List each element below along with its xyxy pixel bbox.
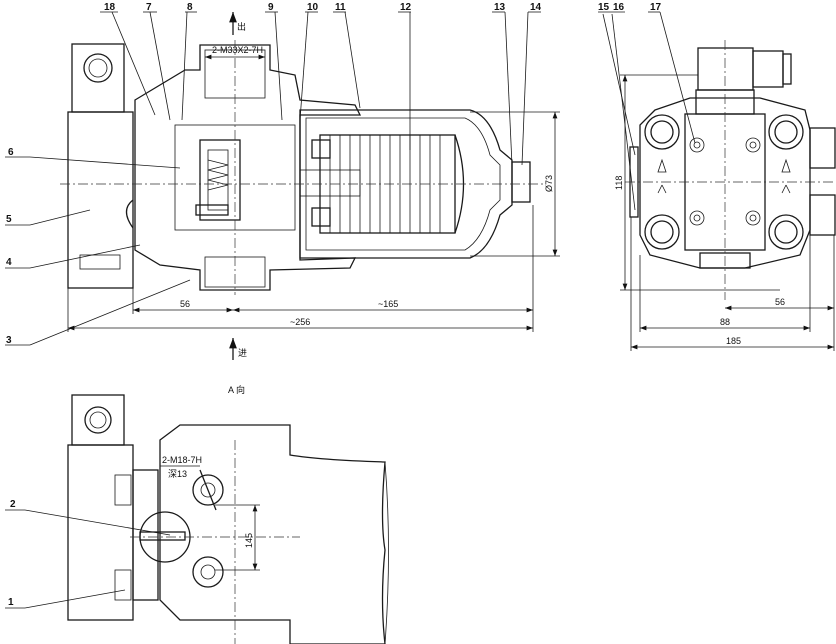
valve-block — [67, 111, 134, 289]
inlet-label: 进 — [238, 348, 247, 358]
part-15: 15 — [598, 2, 610, 13]
part-1: 1 — [8, 597, 14, 608]
side-view — [625, 40, 836, 300]
part-11: 11 — [335, 2, 346, 13]
bottom-view — [67, 394, 389, 644]
bottom-body — [159, 424, 386, 644]
part-7: 7 — [146, 2, 152, 13]
dim-side-88: 88 — [720, 317, 730, 327]
part-14: 14 — [530, 2, 542, 13]
dim-diameter: Ø73 — [544, 175, 554, 192]
bottom-thread-dim: 2-M18-7H — [162, 455, 202, 465]
filter-housing — [299, 109, 513, 259]
part-9: 9 — [268, 2, 274, 13]
dim-side-185: 185 — [726, 336, 741, 346]
part-2: 2 — [10, 499, 16, 510]
part-10: 10 — [307, 2, 319, 13]
part-5: 5 — [6, 214, 12, 225]
dim-256: ~256 — [290, 317, 310, 327]
dim-118: 118 — [614, 176, 624, 190]
part-numbers: 18 7 8 9 10 11 12 13 14 15 16 17 6 5 4 3… — [6, 2, 662, 608]
dim-56: 56 — [180, 299, 190, 309]
section-view — [60, 40, 545, 295]
dimension-lines — [67, 54, 560, 332]
part-4: 4 — [6, 257, 12, 268]
dim-145: 145 — [244, 533, 254, 548]
bottom-depth-dim: 深13 — [168, 469, 187, 479]
view-a-label: A 向 — [228, 384, 245, 395]
part-6: 6 — [8, 147, 14, 158]
part-3: 3 — [6, 335, 12, 346]
part-17: 17 — [650, 2, 662, 13]
mounting-plate — [639, 97, 811, 269]
drain-plug — [511, 161, 531, 203]
dim-side-56: 56 — [775, 297, 785, 307]
part-8: 8 — [187, 2, 193, 13]
part-12: 12 — [400, 2, 412, 13]
outlet-label: 出 — [237, 21, 246, 32]
part-13: 13 — [494, 2, 506, 13]
port-thread-dim: 2-M33X2-7H — [212, 45, 263, 55]
part-18: 18 — [104, 2, 116, 13]
part-16: 16 — [613, 2, 625, 13]
dim-165: ~165 — [378, 299, 398, 309]
